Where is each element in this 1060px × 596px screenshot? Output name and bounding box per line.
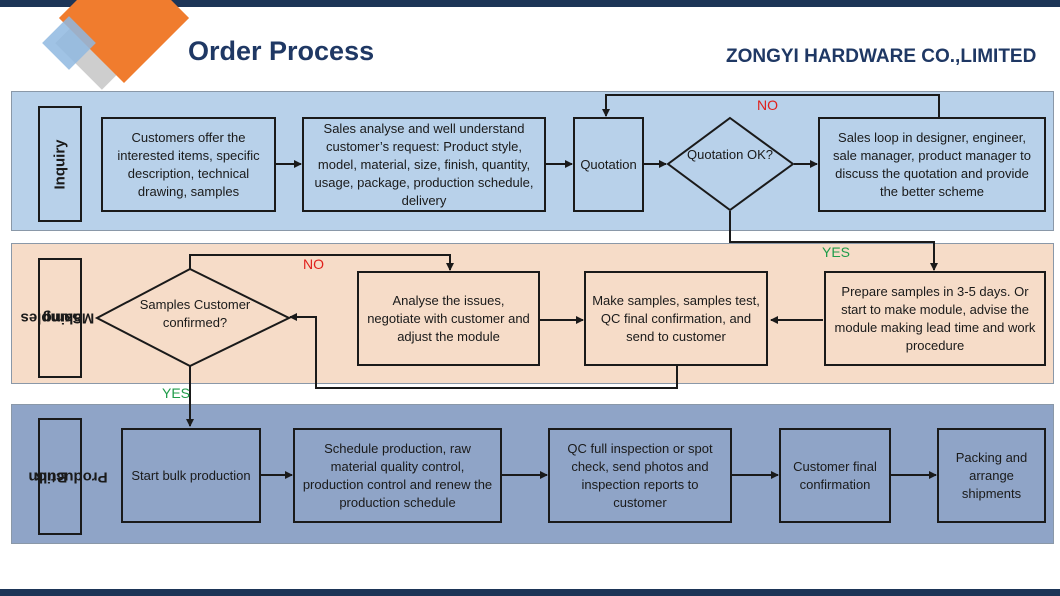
inquiry-lane — [11, 91, 1054, 231]
samples-make-box: Make samples, samples test, QC final con… — [584, 271, 768, 366]
quotation-no-label: NO — [757, 97, 778, 113]
inquiry-sales-analysis-box: Sales analyse and well understand custom… — [302, 117, 546, 212]
production-packing-box: Packing and arrange shipments — [937, 428, 1046, 523]
samples-analyse-box: Analyse the issues, negotiate with custo… — [357, 271, 540, 366]
page-title: Order Process — [188, 36, 375, 66]
lane-label-inquiry: Inquiry — [38, 106, 82, 222]
samples-decision-diamond — [94, 267, 292, 368]
production-customer-confirmation-box: Customer final confirmation — [779, 428, 891, 523]
corner-logo-decoration — [42, 0, 190, 90]
inquiry-sales-loop-box: Sales loop in designer, engineer, sale m… — [818, 117, 1046, 212]
samples-yes-label: YES — [162, 385, 191, 401]
samples-prepare-box: Prepare samples in 3-5 days. Or start to… — [824, 271, 1046, 366]
inquiry-quotation-box: Quotation — [573, 117, 644, 212]
production-qc-box: QC full inspection or spot check, send p… — [548, 428, 732, 523]
quotation-decision-diamond — [666, 116, 795, 212]
production-start-box: Start bulk production — [121, 428, 261, 523]
samples-no-label: NO — [303, 256, 324, 272]
company-name: ZONGYI HARDWARE CO.,LIMITED — [726, 46, 1037, 67]
quotation-yes-label: YES — [822, 244, 851, 260]
production-schedule-box: Schedule production, raw material qualit… — [293, 428, 502, 523]
bottom-bar — [0, 589, 1060, 596]
quotation-decision-label: Quotation OK? — [687, 147, 773, 162]
samples-decision-label: Samples Customer confirmed? — [139, 297, 251, 330]
top-bar — [0, 0, 1060, 7]
inquiry-customer-request-box: Customers offer the interested items, sp… — [101, 117, 276, 212]
